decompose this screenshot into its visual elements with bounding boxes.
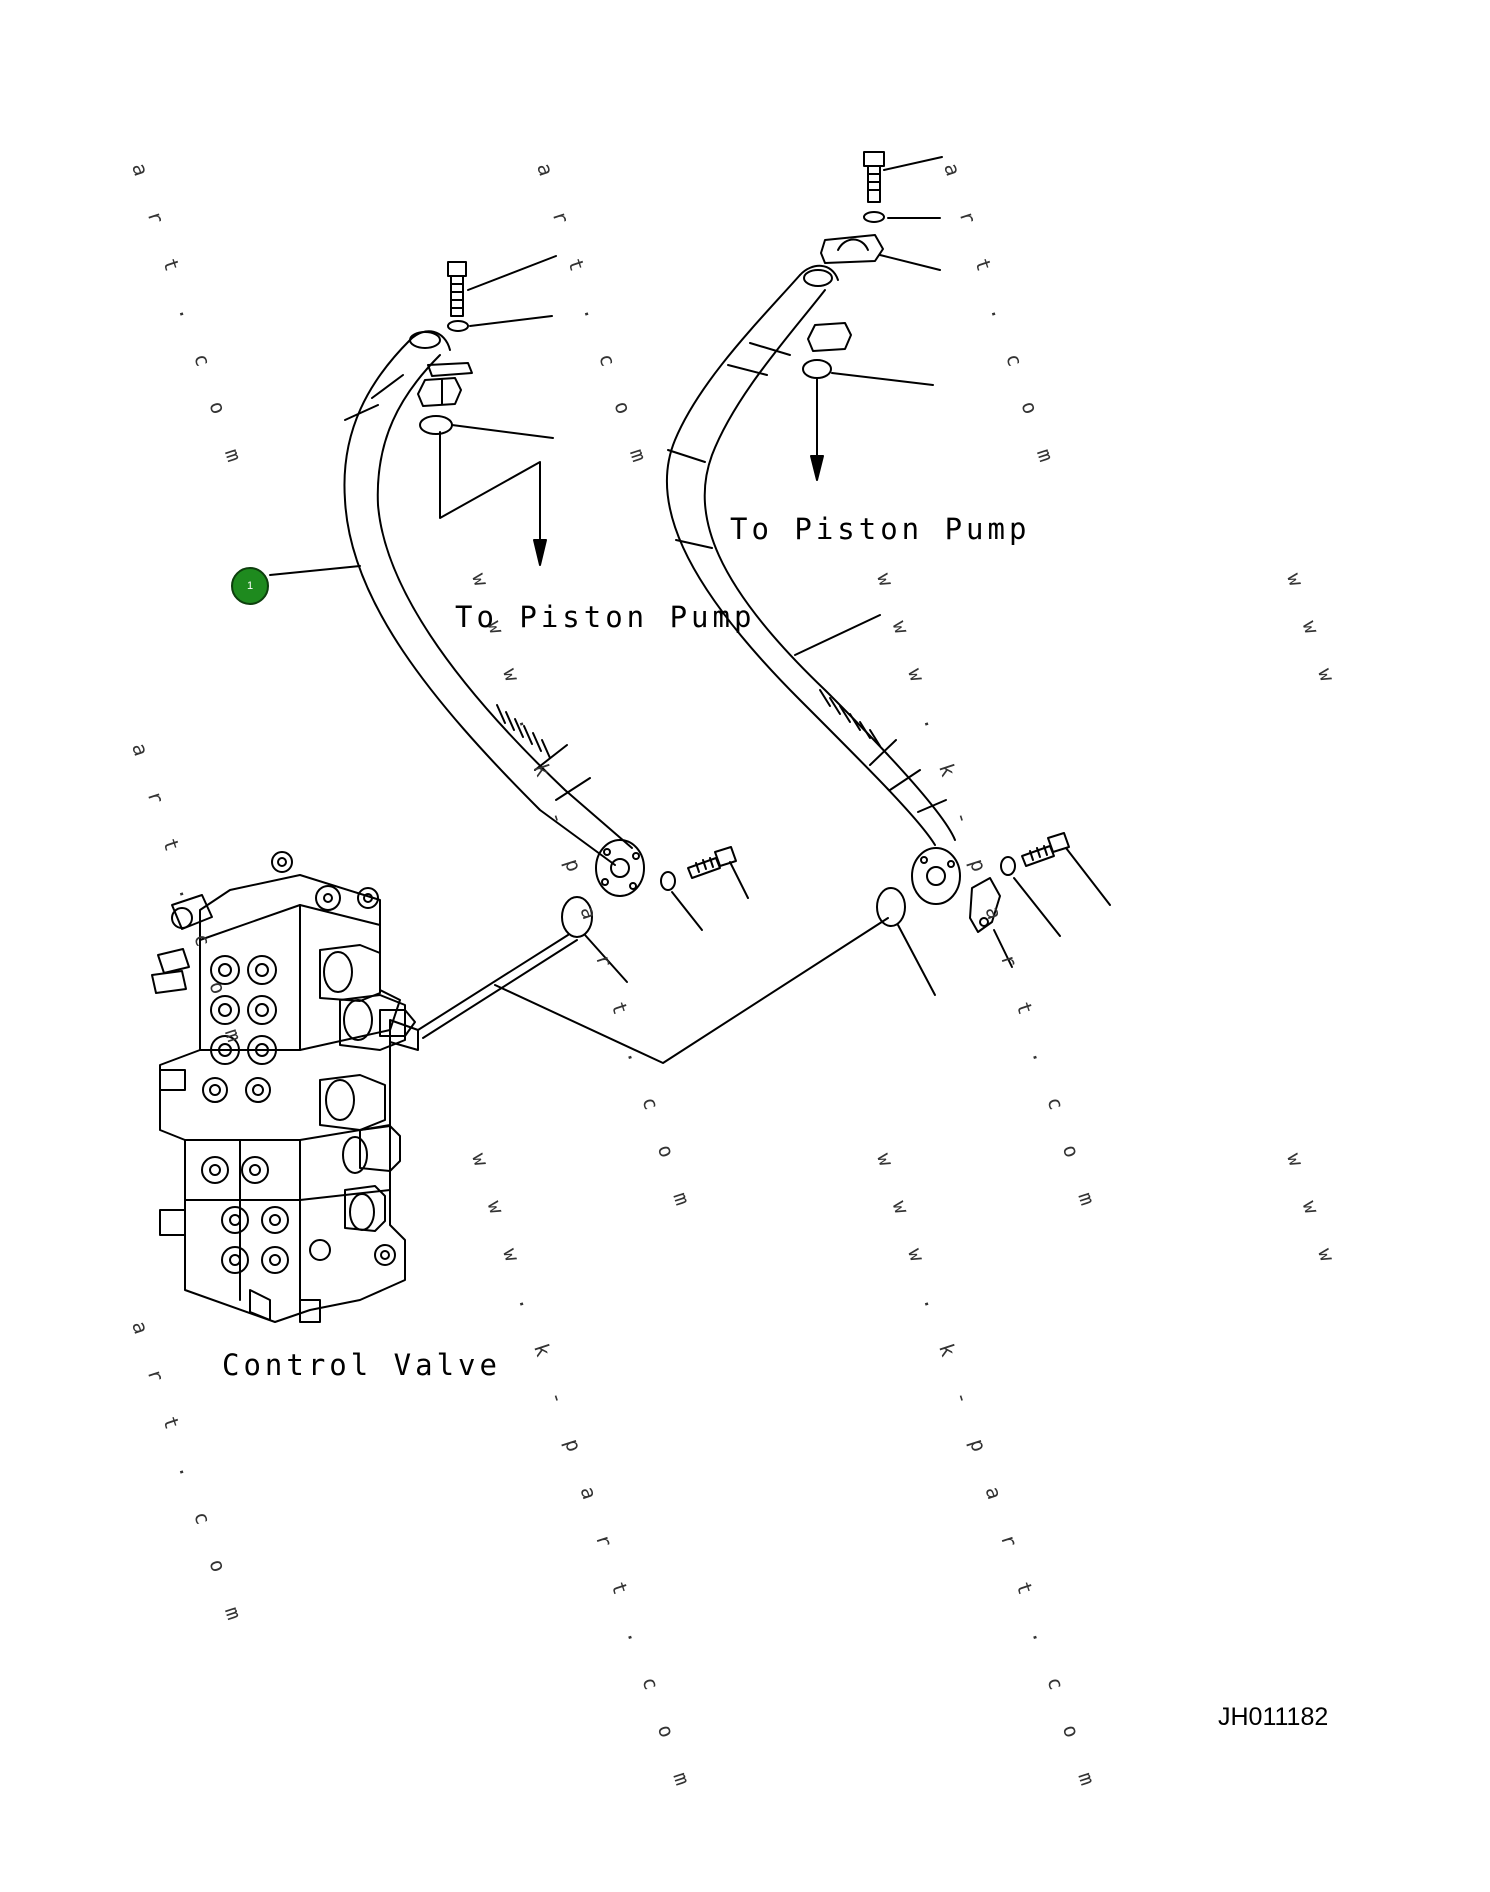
drawing-code: JH011182 (1218, 1703, 1329, 1731)
hose-right (665, 151, 1111, 996)
hose-left (343, 255, 749, 983)
callout-leader (269, 565, 361, 576)
control-valve-label: Control Valve (222, 1348, 501, 1382)
destination-label-left: To Piston Pump (455, 600, 756, 634)
routing-lines (417, 917, 889, 1064)
callout-1[interactable]: 1 (231, 567, 269, 605)
destination-label-right: To Piston Pump (730, 512, 1031, 546)
control-valve (151, 851, 419, 1323)
